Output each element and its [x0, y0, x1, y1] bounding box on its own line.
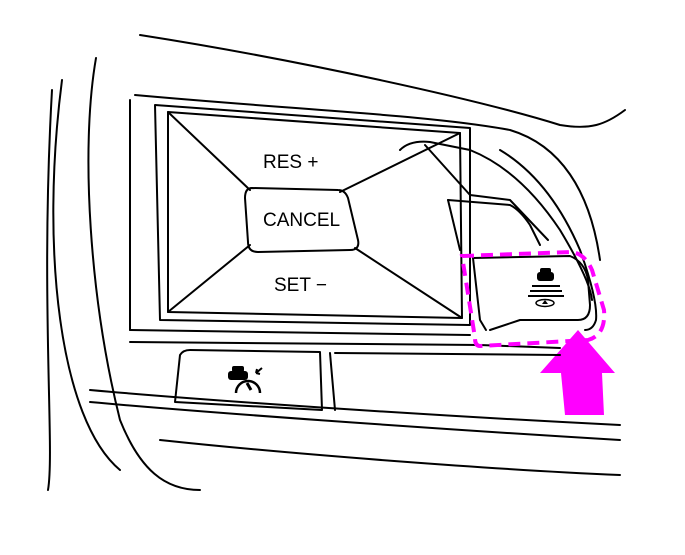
pointer-arrow [540, 330, 615, 415]
cruise-control-button[interactable] [174, 349, 561, 411]
set-minus-label: SET − [274, 275, 327, 296]
cancel-label: CANCEL [263, 210, 340, 231]
distance-setting-icon [528, 268, 564, 308]
cruise-switch-cluster [154, 104, 471, 326]
right-switch-housing [399, 140, 598, 331]
distance-button[interactable] [472, 255, 591, 331]
intelligent-cruise-control-icon [228, 366, 263, 394]
highlight-dashed-outline [459, 249, 607, 349]
res-plus-label: RES + [263, 152, 318, 173]
cancel-button[interactable]: CANCEL [244, 187, 360, 253]
